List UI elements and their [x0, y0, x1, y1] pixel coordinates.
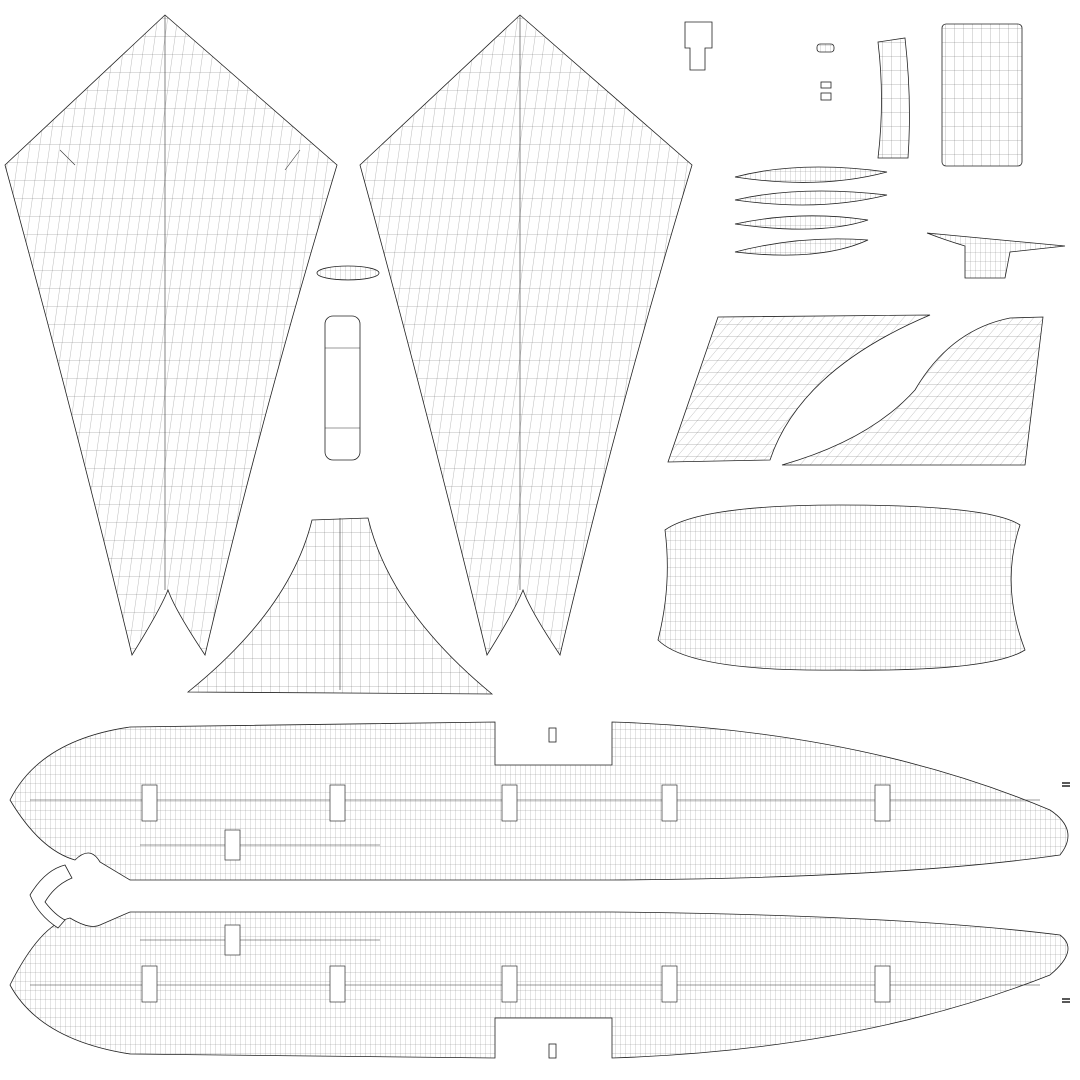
small-tab-bottom	[548, 1043, 557, 1059]
small-markers	[1062, 782, 1070, 1003]
small-tab-top	[548, 727, 557, 743]
curved-fairing	[29, 864, 73, 929]
center-wing-section	[186, 517, 494, 695]
small-fairing	[316, 265, 380, 281]
wing-left	[4, 14, 338, 657]
wing-right	[359, 14, 693, 657]
vertical-stabilizer-right	[781, 316, 1044, 466]
small-parts	[684, 21, 1066, 279]
fuselage-lower	[9, 911, 1069, 1059]
vertical-stabilizer-left	[667, 314, 931, 463]
access-panel	[324, 315, 361, 461]
fuselage-upper	[9, 721, 1069, 881]
belly-panel	[657, 504, 1026, 671]
